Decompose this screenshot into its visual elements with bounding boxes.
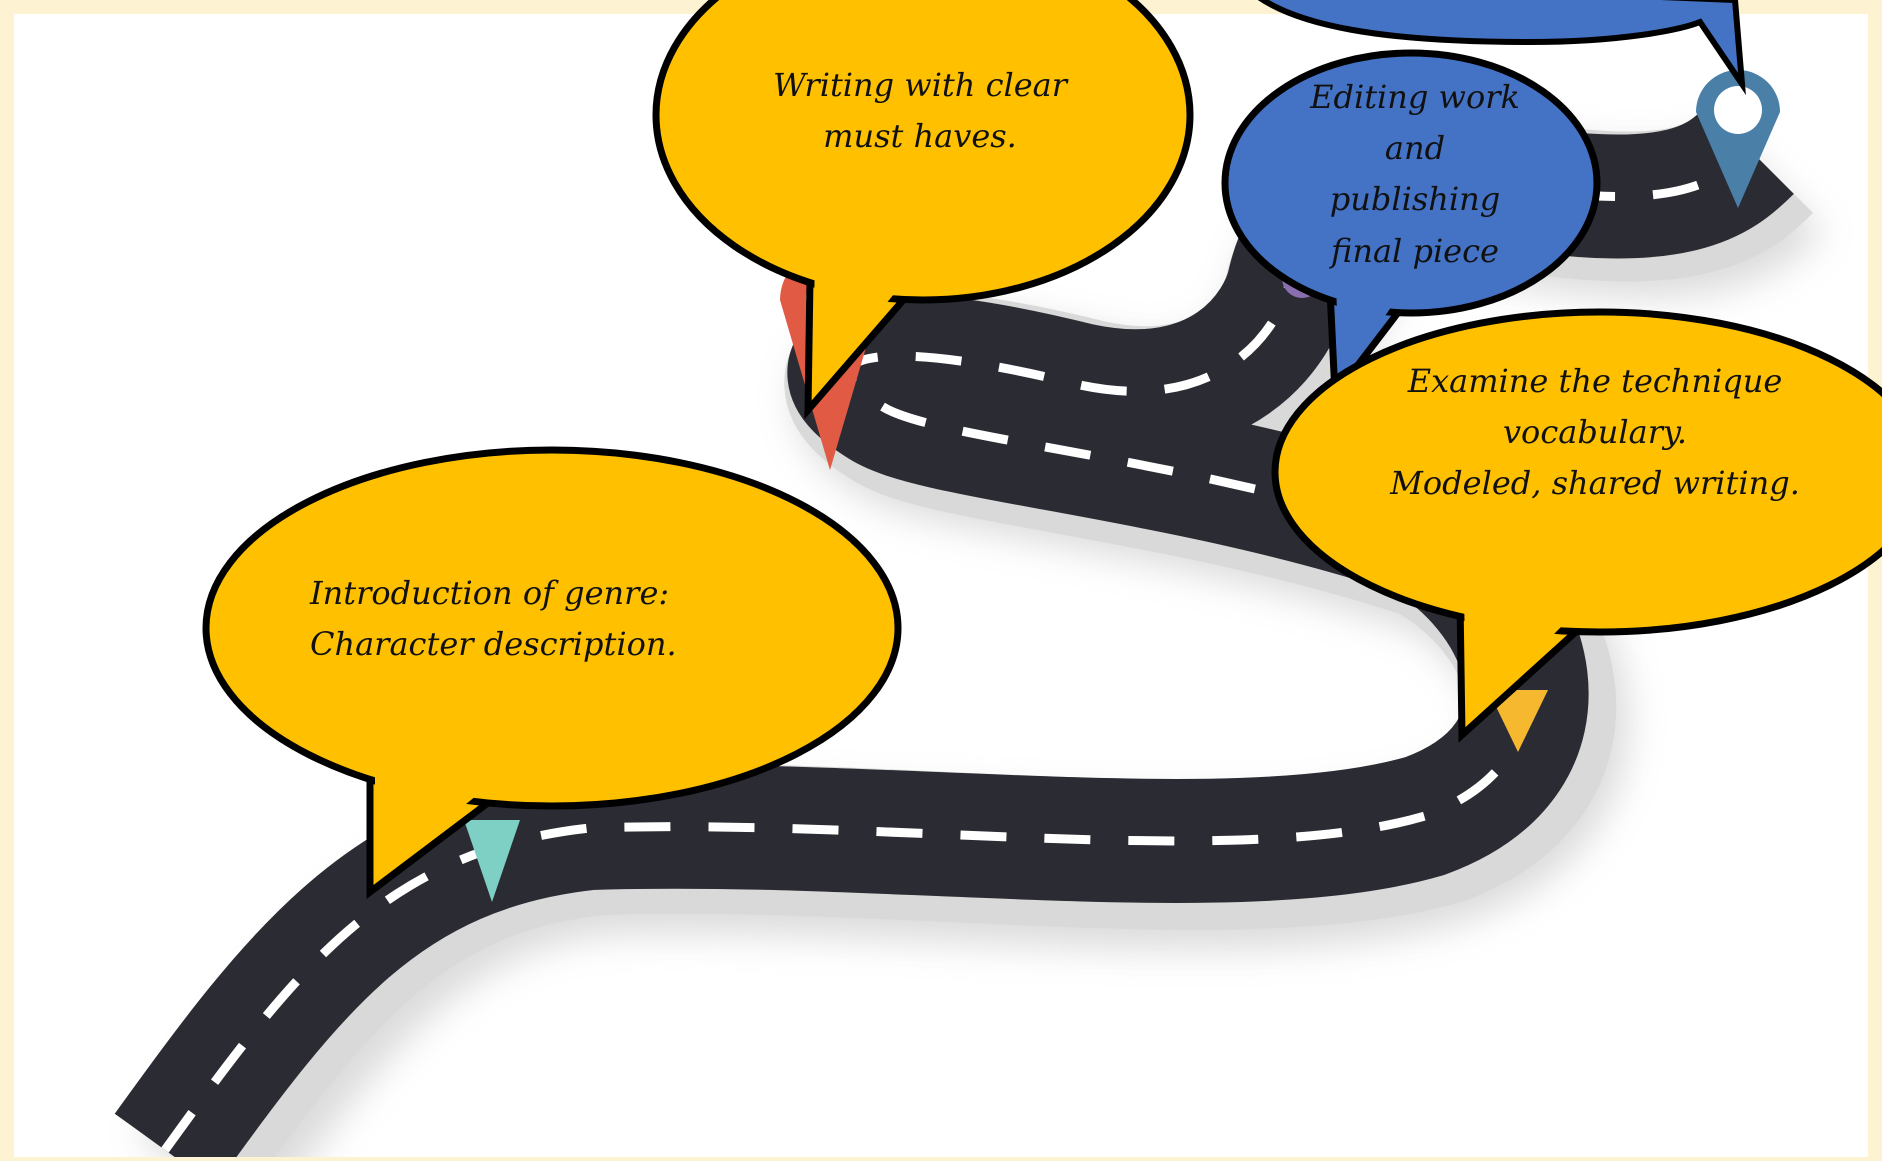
bubble-text-intro: Introduction of genre: Character descrip… [310, 574, 677, 664]
speech-bubble-intro [202, 446, 902, 900]
speech-bubble-writing [652, 0, 1194, 420]
bubble-text-editing: Editing work and publishing final piece [1310, 78, 1520, 270]
speech-bubble-editing [1221, 49, 1601, 405]
speech-bubble-top-blue [1257, 0, 1746, 96]
bubble-text-examine: Examine the technique vocabulary. Modele… [1390, 362, 1800, 503]
speech-bubble-examine [1271, 308, 1882, 743]
map-pin-yellow-icon [1488, 690, 1548, 752]
map-pin-teal-icon [464, 820, 520, 902]
bubble-text-writing: Writing with clear must haves. [772, 66, 1068, 156]
map-pin-blue-icon [1696, 70, 1780, 208]
